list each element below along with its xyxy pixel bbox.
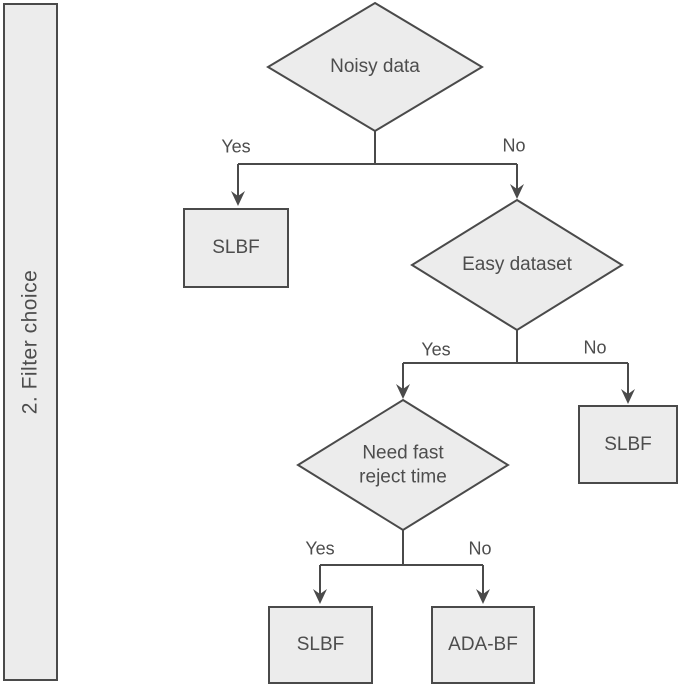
decision-easy-dataset-diamond <box>410 198 624 332</box>
arrowhead-to-fast <box>396 384 410 399</box>
arrowhead-to-easy <box>510 184 524 199</box>
result-box-adabf: ADA-BF <box>431 606 535 684</box>
branch-noisy-yes-label: Yes <box>221 136 251 157</box>
branch-fast-yes-label: Yes <box>305 538 335 559</box>
branch-easy-yes-label: Yes <box>421 339 451 360</box>
decision-fast-reject-diamond <box>296 398 510 532</box>
decision-noisy-data-label: Noisy data <box>330 56 420 78</box>
branch-fast-no-label: No <box>468 538 492 559</box>
connector-easy-branch <box>402 330 629 395</box>
result-box-slbf-hard: SLBF <box>578 405 678 484</box>
arrowhead-to-slbf-noisy <box>231 191 245 206</box>
arrowhead-to-adabf <box>476 589 490 604</box>
result-box-slbf-fast: SLBF <box>268 606 373 684</box>
branch-easy-no-label: No <box>583 337 607 358</box>
arrowhead-to-slbf-hard <box>621 389 635 404</box>
decision-noisy-data-diamond <box>266 1 484 133</box>
arrowhead-to-slbf-fast <box>313 589 327 604</box>
connector-noisy-branch <box>237 131 518 196</box>
branch-noisy-no-label: No <box>502 135 526 156</box>
decision-easy-dataset-label: Easy dataset <box>462 254 572 276</box>
stage-sidebar: 2. Filter choice <box>3 3 58 681</box>
connector-fast-branch <box>319 530 484 595</box>
result-box-slbf-noisy: SLBF <box>183 208 289 288</box>
decision-fast-reject-label: Need fast reject time <box>359 442 447 487</box>
